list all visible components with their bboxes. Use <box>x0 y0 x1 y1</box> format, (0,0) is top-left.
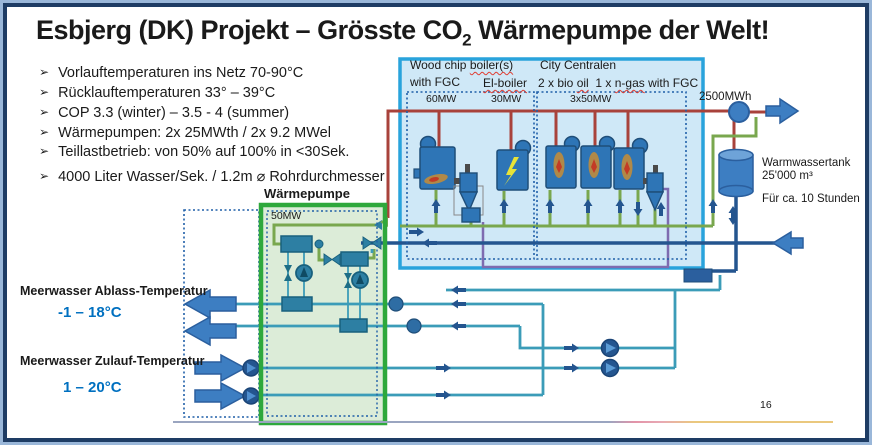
heat-pump-dotted-box <box>266 210 378 417</box>
bullet-item: ➢Teillastbetrieb: von 50% auf 100% in <3… <box>39 144 350 161</box>
el-boiler-label: El-boiler <box>483 76 528 90</box>
energy-system-diagram <box>183 57 804 426</box>
city-centralen-sub-label: 2 x bio oil 1 x n-gas with FGC <box>538 76 699 90</box>
bullet-item: ➢4000 Liter Wasser/Sek. / 1.2m ⌀ Rohrdur… <box>39 169 385 186</box>
cyclone-separator-1 <box>453 172 484 223</box>
cyclone-separator-2 <box>645 172 665 212</box>
tank-label: Warmwassertank 25'000 m³ <box>762 157 851 183</box>
wood-chip-boiler-label: Wood chip boiler(s) <box>410 58 514 72</box>
city-boiler-2 <box>580 135 616 189</box>
hot-supply-line <box>386 109 766 218</box>
heat-pump-title: Wärmepumpe <box>264 186 350 201</box>
heat-pump-box-fill <box>261 205 385 423</box>
el-boiler-capacity: 30MW <box>491 93 522 105</box>
el-boiler <box>496 139 532 191</box>
slide-title: Esbjerg (DK) Projekt – Grösste CO2 Wärme… <box>36 15 770 50</box>
seawater-discharge-temp: -1 – 18°C <box>58 304 122 321</box>
seawater-inlet-arrows <box>194 353 247 411</box>
junction-pump-2 <box>406 318 422 334</box>
heat-pump-components <box>280 235 382 333</box>
wood-chip-boiler <box>413 135 470 190</box>
supply-out-arrow <box>765 97 800 125</box>
wood-chip-fgc-label: with FGC <box>410 75 461 89</box>
seawater-discharge-label: Meerwasser Ablass-Temperatur <box>20 284 208 298</box>
energy-label: 2500MWh <box>699 91 752 103</box>
compressor-icon <box>295 264 369 289</box>
seawater-discharge-arrows <box>183 288 237 347</box>
bullet-item: ➢Vorlauftemperaturen ins Netz 70-90°C <box>39 65 304 81</box>
seawater-inlet-temp: 1 – 20°C <box>63 379 122 396</box>
heat-exchanger-block <box>683 268 713 283</box>
hp-inlet-arrow <box>374 220 382 230</box>
bullet-item: ➢Wärmepumpen: 2x 25MWth / 2x 9.2 MWel <box>39 124 331 141</box>
heat-pump-box-border <box>258 202 388 426</box>
city-boiler-1 <box>545 135 581 189</box>
tank-duration-label: Für ca. 10 Stunden <box>762 193 860 205</box>
seawater-inlet-label: Meerwasser Zulauf-Temperatur <box>20 354 205 368</box>
city-centralen-label: City Centralen <box>540 58 617 72</box>
expansion-valve-icon <box>284 265 352 288</box>
ash-line <box>481 187 670 269</box>
seawater-dotted-box <box>183 209 260 418</box>
valve-icon <box>323 236 382 266</box>
wood-chip-capacity: 60MW <box>426 93 457 105</box>
page-number: 16 <box>760 399 772 411</box>
wood-chip-dotted-box <box>406 91 535 260</box>
distribution-pumps <box>600 338 620 378</box>
bottom-divider <box>173 421 833 423</box>
junction-pump-1 <box>388 296 404 312</box>
heat-pump-capacity: 50MW <box>271 210 302 222</box>
flame-icon <box>424 173 448 185</box>
network-return-arrow <box>771 230 804 256</box>
bullet-list: ➢Vorlauftemperaturen ins Netz 70-90°C ➢R… <box>39 65 385 189</box>
hot-water-tank <box>718 148 754 198</box>
bullet-item: ➢COP 3.3 (winter) – 3.5 - 4 (summer) <box>39 104 290 121</box>
lightning-icon <box>504 157 519 186</box>
city-capacity: 3x50MW <box>570 93 612 105</box>
bullet-item: ➢Rücklauftemperaturen 33° – 39°C <box>39 84 276 101</box>
network-pump-icon <box>728 101 750 123</box>
seawater-pumps <box>242 359 260 405</box>
